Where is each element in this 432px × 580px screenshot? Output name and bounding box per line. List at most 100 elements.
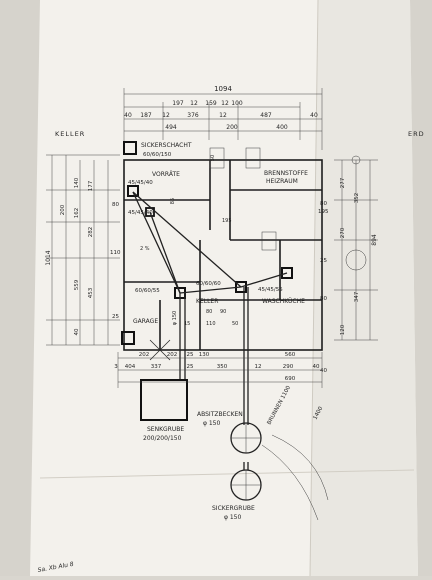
dim-bot-r2-1: 404 [125, 364, 136, 370]
dim-right-a4: 120 [340, 324, 346, 335]
dim-bot-r1-0: 202 [139, 352, 150, 358]
brennstoffe-label: BRENNSTOFFE [264, 170, 308, 177]
chimney-left [209, 147, 225, 169]
inner-dim-6: 85 [170, 198, 176, 204]
erd-heading: ERD [408, 130, 425, 138]
inner-dim-5: 195 [222, 218, 232, 224]
inner-dimensions: 110 15 80 90 50 195 85 50 2 % φ 150 [140, 155, 238, 327]
shaft1-label: 45/45/40 [128, 180, 153, 186]
keller-room-label: KELLER [196, 298, 218, 305]
vorrate-label: VORRÄTE [152, 171, 180, 178]
inner-dim-7: 50 [210, 155, 216, 161]
dim-top-r2-3: 376 [187, 112, 199, 119]
sickergrube-label: SICKERGRUBE [212, 505, 255, 512]
inner-dim-8: 2 % [140, 246, 150, 252]
garage-label: GARAGE [133, 318, 158, 325]
dim-bot-r1-3: 130 [199, 352, 210, 358]
waschkuche-label: WASCHKÜCHE [262, 298, 305, 305]
dim-top-r2-4: 12 [219, 112, 227, 119]
shaft-45-55 [281, 267, 293, 279]
dim-top-r2-1: 187 [140, 112, 152, 119]
dim-right-a2: 270 [340, 227, 346, 238]
dim-top-r2-6: 40 [310, 112, 318, 119]
sickerschacht-size: 60/60/150 [143, 152, 172, 158]
inner-dim-4: 50 [232, 321, 238, 327]
dim-left-a4: 282 [88, 227, 94, 238]
sickergrube-dia: φ 150 [224, 514, 242, 521]
drain-pipes [132, 191, 288, 470]
right-small-circle [351, 155, 361, 165]
dim-top-r2-2: 12 [162, 112, 170, 119]
inner-dim-0: 110 [206, 321, 216, 327]
keller-heading: KELLER [55, 130, 85, 138]
dim-right-overall: 894 [371, 234, 378, 246]
shaft-45-40-a [127, 185, 139, 197]
dim-bot-r2-7: 40 [313, 364, 320, 370]
dim-top-r1-2: 159 [205, 100, 217, 107]
absitzbecken-label: ABSITZBECKEN [197, 411, 243, 418]
garage-drain-box [121, 331, 135, 345]
absitzbecken-dia: φ 150 [203, 420, 221, 427]
dim-bot-r1-2: 25 [187, 352, 194, 358]
dim-top-r1-1: 12 [190, 100, 198, 107]
dim-right-b2: 25 [320, 258, 327, 264]
senkgrube-size: 200/200/150 [143, 435, 182, 442]
garage-door-swing [149, 339, 171, 361]
dim-left-a6: 453 [88, 287, 94, 298]
dim-overall-top: 1094 [214, 85, 232, 93]
shaft4-label: 60/60/60 [196, 281, 221, 287]
dim-bot-r3-0: 690 [285, 376, 296, 382]
sickerschacht-box [123, 141, 137, 155]
dim-bot-r1-4: 560 [285, 352, 296, 358]
dim-top-r1-3: 12 [221, 100, 229, 107]
dim-bot-r2-0: 3 [114, 364, 118, 370]
shaft3-label: 60/60/55 [135, 288, 160, 294]
dim-left-a1: 140 [74, 177, 80, 188]
dim-right-a3: 347 [354, 291, 360, 302]
inner-dim-1: 15 [184, 321, 190, 327]
dim-left-b1: 110 [110, 250, 121, 256]
dim-left-a3: 162 [74, 208, 80, 219]
dim-left-overall: 1014 [45, 250, 52, 265]
dim-bot-r2-4: 350 [217, 364, 228, 370]
right-dimensions: 894 277 352 270 347 120 80 195 25 80 40 [318, 155, 378, 374]
dim-top-r1-4: 100 [231, 100, 243, 107]
senkgrube-tank [140, 379, 188, 421]
dim-right-b4: 40 [320, 368, 327, 374]
shaft-45-40-b [145, 207, 155, 217]
inner-dim-2: 80 [206, 309, 212, 315]
dim-right-b1: 195 [318, 209, 329, 215]
distance-arc [271, 434, 329, 501]
bottom-dimensions: 202 202 25 130 560 3 404 337 25 350 12 2… [114, 352, 323, 388]
inner-dim-9: φ 150 [172, 311, 178, 325]
dim-right-a1: 352 [354, 193, 360, 204]
stair-block [261, 231, 277, 251]
dim-left-a2: 200 [60, 204, 66, 215]
right-circle-mark [345, 249, 367, 271]
building-walls [123, 147, 323, 351]
dim-left-a5: 559 [74, 279, 80, 290]
dim-top-r1-0: 197 [172, 100, 184, 107]
dim-top-r3-2: 400 [276, 124, 288, 131]
top-dimensions: 1094 197 12 159 12 100 40 187 12 376 12 … [123, 85, 323, 150]
dim-right-b0: 80 [320, 201, 327, 207]
brunnen-arc [261, 444, 319, 521]
senkgrube-label: SENKGRUBE [147, 426, 184, 433]
dim-left-b0: 80 [112, 202, 119, 208]
left-dimensions: 1014 177 140 200 162 282 559 453 40 80 1… [45, 154, 121, 346]
dim-right-a0: 277 [340, 177, 346, 188]
dim-bot-r2-5: 12 [255, 364, 262, 370]
inner-dim-3: 90 [220, 309, 226, 315]
dim-left-b2: 25 [112, 314, 119, 320]
dim-left-a0: 177 [88, 180, 94, 191]
shaft5-label: 45/45/55 [258, 287, 283, 293]
dim-right-b3: 80 [320, 296, 327, 302]
heizraum-label: HEIZRAUM [266, 178, 298, 185]
dim-top-r3-0: 494 [165, 124, 177, 131]
dim-bot-r2-2: 337 [151, 364, 162, 370]
dim-bot-r2-3: 25 [187, 364, 194, 370]
dim-bot-r2-6: 290 [283, 364, 294, 370]
chimney-right [245, 147, 261, 169]
